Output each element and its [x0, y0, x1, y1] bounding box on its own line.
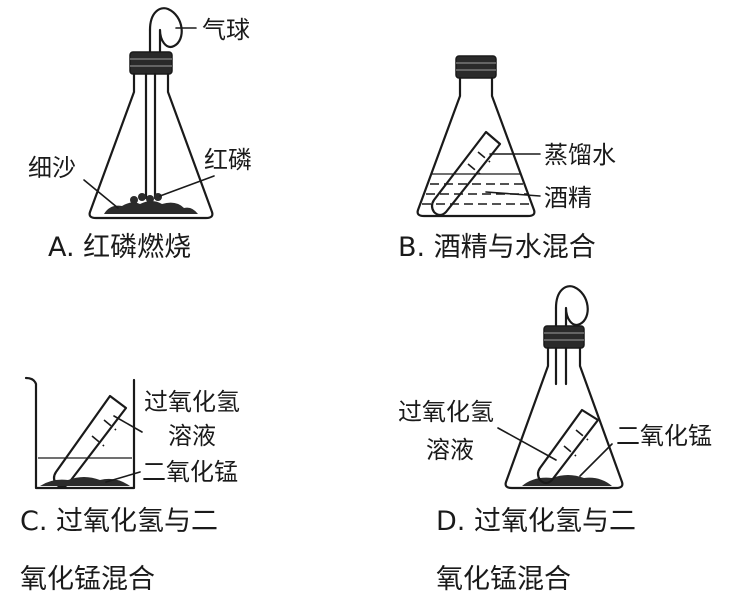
conical-flask — [416, 76, 536, 218]
test-tube — [52, 394, 128, 489]
label-h2o2-line1: 过氧化氢 — [144, 388, 240, 416]
label-distilled-water: 蒸馏水 — [544, 141, 616, 169]
sand-pile — [104, 201, 198, 214]
label-h2o2-line2: 溶液 — [168, 422, 216, 450]
label-mno2: 二氧化锰 — [616, 422, 712, 450]
balloon-icon — [148, 7, 183, 54]
test-tube — [430, 130, 502, 217]
label-h2o2-line1: 过氧化氢 — [398, 398, 494, 426]
beaker — [24, 376, 136, 490]
conical-flask — [88, 72, 214, 220]
caption-c-line2: 氧化锰混合 — [20, 564, 155, 595]
manganese-dioxide — [522, 475, 612, 486]
caption-d-line1: D. 过氧化氢与二 — [436, 506, 636, 537]
panel-d: 过氧化氢 溶液 二氧化锰 D. 过氧化氢与二 氧化锰混合 — [398, 285, 712, 595]
label-mno2: 二氧化锰 — [142, 458, 238, 486]
conical-flask — [504, 346, 624, 490]
caption-a: A. 红磷燃烧 — [48, 232, 191, 263]
stopper — [543, 325, 585, 349]
label-balloon: 气球 — [202, 16, 250, 44]
panel-c: 过氧化氢 溶液 二氧化锰 C. 过氧化氢与二 氧化锰混合 — [20, 376, 240, 595]
stopper — [129, 51, 173, 75]
caption-c-line1: C. 过氧化氢与二 — [20, 506, 218, 537]
caption-b: B. 酒精与水混合 — [398, 232, 596, 263]
label-alcohol: 酒精 — [544, 184, 592, 212]
balloon-icon — [554, 285, 589, 328]
panel-b: 蒸馏水 酒精 B. 酒精与水混合 — [398, 55, 616, 263]
test-tube — [536, 408, 600, 485]
label-h2o2-line2: 溶液 — [426, 436, 474, 464]
caption-d-line2: 氧化锰混合 — [436, 564, 571, 595]
panel-a: 气球 细沙 红磷 A. 红磷燃烧 — [28, 7, 252, 263]
manganese-dioxide — [40, 477, 130, 486]
stopper — [455, 55, 497, 79]
label-sand: 细沙 — [28, 154, 76, 182]
label-red-phosphorus: 红磷 — [204, 146, 252, 174]
